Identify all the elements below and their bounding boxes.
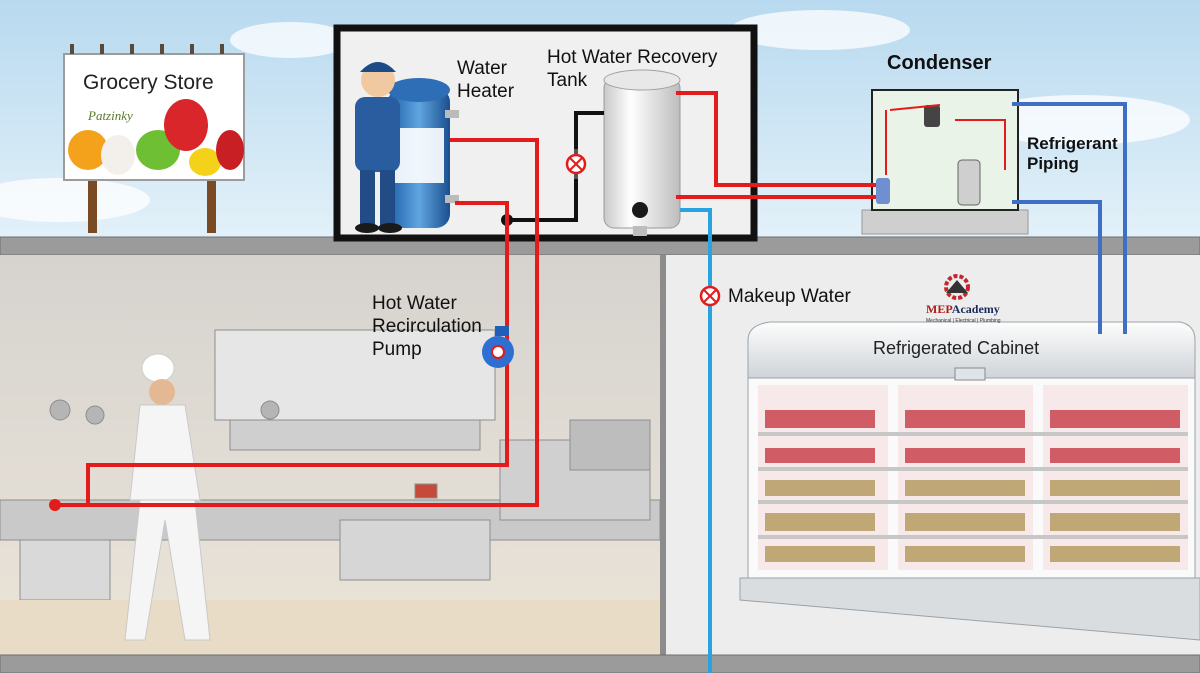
refrigerant-piping-label: Refrigerant Piping xyxy=(1027,134,1118,175)
recovery-tank-label-line2: Tank xyxy=(547,69,588,91)
refrigerant-pipe-outer xyxy=(1012,102,1127,334)
hot-water-pipe-heater-return xyxy=(86,201,509,505)
water-heater xyxy=(388,78,459,228)
grocery-billboard xyxy=(63,44,245,233)
condenser-label: Condenser xyxy=(887,52,992,74)
fruit-lemon xyxy=(189,148,221,176)
recirc-label-line2: Recirculation xyxy=(372,315,482,337)
logo-brand-a: MEP xyxy=(926,302,952,316)
hot-water-recovery-tank xyxy=(603,69,681,236)
kitchen-floor xyxy=(0,600,662,655)
makeup-water-valve-icon xyxy=(699,285,721,307)
hot-water-pipe-tank-to-condenser-upper xyxy=(676,91,876,187)
valve-icon xyxy=(565,149,587,179)
recirculation-pump xyxy=(482,326,514,368)
fruit-apple xyxy=(216,130,244,170)
recirc-label-line1: Hot Water xyxy=(372,293,457,314)
makeup-water-label: Makeup Water xyxy=(728,286,851,307)
floor-slab xyxy=(0,654,1200,673)
recovery-tank-label-line1: Hot Water Recovery xyxy=(547,47,718,68)
partition-wall xyxy=(660,255,666,655)
refrigerated-cabinet-label: Refrigerated Cabinet xyxy=(873,338,1040,358)
kitchen-equipment xyxy=(0,329,661,601)
mep-academy-gear-icon xyxy=(944,274,970,300)
recovery-tank-label: Hot Water Recovery Tank xyxy=(547,47,717,93)
refrigerant-label-line2: Piping xyxy=(1027,154,1079,174)
condenser-unit xyxy=(861,89,1029,235)
fruit-orange xyxy=(68,130,108,170)
recirc-label-line3: Pump xyxy=(372,338,422,360)
hot-water-pipe-heater-supply xyxy=(55,138,539,507)
water-heater-label: Water Heater xyxy=(457,58,514,104)
logo-brand-b: Academy xyxy=(951,302,1000,316)
billboard-title: Grocery Store xyxy=(83,71,214,94)
water-heater-label-line1: Water xyxy=(457,58,507,79)
technician-figure xyxy=(355,62,402,233)
fruit-strawberry xyxy=(164,99,208,151)
clouds xyxy=(0,10,1190,222)
chef-figure xyxy=(124,353,211,641)
refrigerant-label-line1: Refrigerant xyxy=(1027,134,1118,153)
fixture-end-point xyxy=(49,499,61,511)
refrigerated-cabinet xyxy=(739,321,1200,641)
fruit-egg xyxy=(101,135,135,175)
mep-academy-logo: MEPAcademy Mechanical | Electrical | Plu… xyxy=(926,299,1001,324)
refrigerant-pipe-inner xyxy=(1012,200,1102,334)
billboard-brand: Patzinky xyxy=(88,108,133,123)
logo-tagline: Mechanical | Electrical | Plumbing xyxy=(926,318,1001,325)
makeup-water-pipe xyxy=(680,208,712,673)
water-heater-label-line2: Heater xyxy=(457,80,515,102)
recirculation-pump-label: Hot Water Recirculation Pump xyxy=(372,293,482,361)
